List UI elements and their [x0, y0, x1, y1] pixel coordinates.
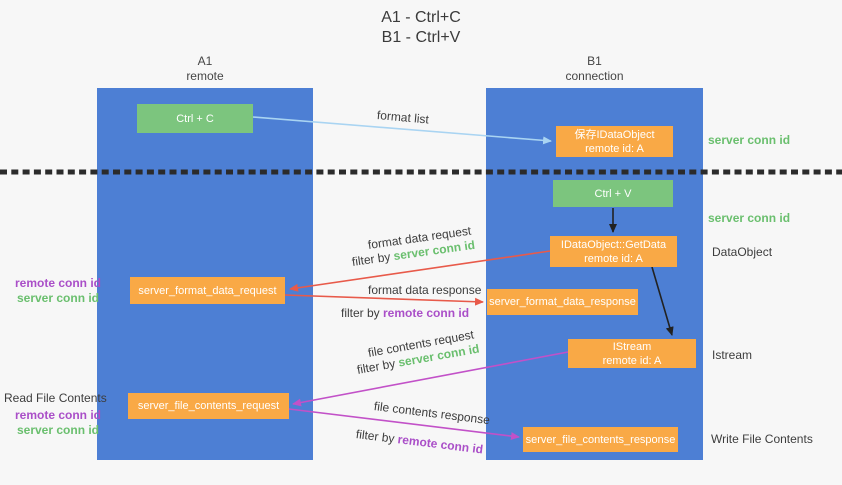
filter-by-text-1: filter by — [351, 249, 395, 269]
dataobject-label: DataObject — [712, 245, 773, 259]
title-line-1: A1 - Ctrl+C — [381, 9, 461, 26]
server-conn-id-label-1: server conn id — [16, 291, 100, 305]
node-ctrl-c: Ctrl + C — [137, 104, 253, 133]
file-request-label: server_file_contents_request — [137, 400, 280, 412]
istream-line2: remote id: A — [602, 354, 662, 367]
node-ctrl-v: Ctrl + V — [553, 180, 673, 207]
file-response-label: server_file_contents_response — [525, 433, 676, 446]
server-conn-id-mid-label: server conn id — [708, 211, 791, 225]
filter-remote-conn-id-4: remote conn id — [396, 432, 484, 457]
format-response-label: server_format_data_response — [489, 296, 636, 308]
filter-by-remote-conn-label-4: filter by remote conn id — [355, 427, 484, 456]
node-idataobject-getdata: IDataObject::GetData remote id: A — [550, 236, 677, 267]
node-server-file-contents-response: server_file_contents_response — [523, 427, 678, 452]
lane-a-header: A1 remote — [97, 54, 313, 84]
ctrl-c-label: Ctrl + C — [176, 112, 214, 125]
filter-by-text-4: filter by — [355, 427, 399, 447]
format-request-label: server_format_data_request — [138, 284, 277, 297]
format-list-label: format list — [376, 108, 430, 127]
lane-b-id: B1 — [587, 54, 602, 68]
diagram-title: A1 - Ctrl+C B1 - Ctrl+V — [0, 8, 842, 48]
filter-by-text-2: filter by — [341, 306, 384, 320]
filter-by-remote-conn-label-2: filter by remote conn id — [341, 306, 469, 320]
node-server-file-contents-request: server_file_contents_request — [128, 393, 289, 419]
remote-conn-id-label-2: remote conn id — [14, 408, 101, 422]
node-save-idataobject: 保存IDataObject remote id: A — [556, 126, 673, 157]
save-idataobject-line2: remote id: A — [585, 142, 644, 155]
node-istream: IStream remote id: A — [568, 339, 696, 368]
write-file-contents-label: Write File Contents — [711, 432, 813, 446]
filter-remote-conn-id-2: remote conn id — [383, 306, 470, 320]
filter-by-text-3: filter by — [355, 355, 400, 377]
conn-id-block-1: remote conn id server conn id — [10, 276, 106, 306]
lane-b-name: connection — [565, 69, 624, 83]
conn-id-block-2: remote conn id server conn id — [10, 408, 106, 438]
getdata-line1: IDataObject::GetData — [560, 238, 667, 251]
istream-line1: IStream — [612, 340, 652, 353]
ctrl-v-label: Ctrl + V — [594, 187, 632, 200]
format-data-response-label: format data response — [368, 283, 482, 297]
getdata-line2: remote id: A — [584, 252, 643, 265]
server-conn-id-top-label: server conn id — [708, 133, 791, 147]
read-file-contents-label: Read File Contents — [4, 391, 107, 405]
lane-a-id: A1 — [197, 54, 213, 68]
server-conn-id-label-2: server conn id — [16, 423, 100, 437]
remote-conn-id-label-1: remote conn id — [14, 276, 101, 290]
file-contents-response-label: file contents response — [373, 399, 491, 428]
title-line-2: B1 - Ctrl+V — [381, 29, 461, 46]
istream-side-label: Istream — [712, 348, 753, 362]
lane-a-name: remote — [186, 69, 224, 83]
lane-b-header: B1 connection — [486, 54, 703, 84]
node-server-format-data-response: server_format_data_response — [487, 289, 638, 315]
node-server-format-data-request: server_format_data_request — [130, 277, 285, 304]
save-idataobject-line1: 保存IDataObject — [574, 128, 655, 141]
